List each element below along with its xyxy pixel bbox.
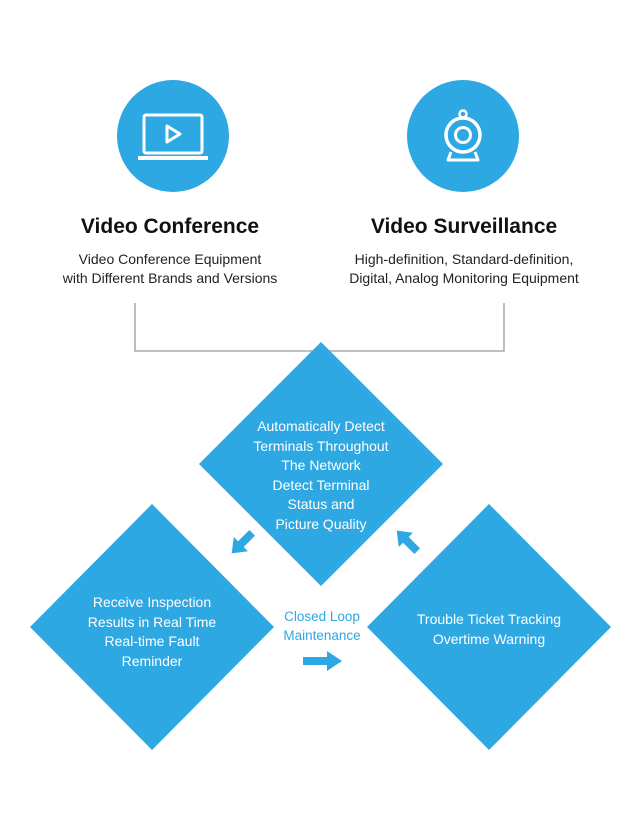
diamond-top-text: Automatically Detect Terminals Throughou… [221, 417, 421, 534]
description-line: with Different Brands and Versions [62, 270, 278, 286]
video-conference-badge [117, 80, 229, 192]
diamond-line: Receive Inspection [92, 594, 212, 610]
diamond-right [367, 504, 611, 750]
diamond-left [30, 504, 274, 750]
diamond-line: Reminder [121, 652, 183, 669]
video-surveillance-description: High-definition, Standard-definition, Di… [314, 250, 614, 288]
diamond-line: The Network [281, 457, 361, 473]
video-surveillance-badge [407, 80, 519, 192]
diamond-top [199, 342, 443, 586]
diamond-line: Automatically Detect [257, 418, 385, 434]
laptop-play-icon [138, 113, 208, 160]
diamond-line: Trouble Ticket Tracking [416, 611, 562, 627]
diamond-right-text: Trouble Ticket Tracking Overtime Warning [389, 610, 589, 649]
arrow-down-left [231, 529, 256, 554]
closed-loop-label: Closed Loop Maintenance [262, 607, 382, 645]
center-line: Closed Loop [284, 609, 360, 624]
video-conference-description: Video Conference Equipment with Differen… [20, 250, 320, 288]
diamond-line: Terminals Throughout [253, 437, 389, 454]
description-line: Video Conference Equipment [78, 251, 262, 267]
arrow-right [303, 651, 342, 671]
video-surveillance-title: Video Surveillance [370, 215, 558, 238]
center-line: Maintenance [283, 628, 361, 643]
diamond-line: Overtime Warning [432, 630, 546, 647]
diamond-line: Picture Quality [275, 515, 367, 532]
diamond-line: Real-time Fault [104, 633, 200, 649]
arrow-up-left [396, 530, 421, 555]
description-line: Digital, Analog Monitoring Equipment [349, 270, 579, 286]
video-conference-title: Video Conference [80, 215, 260, 238]
diamond-left-text: Receive Inspection Results in Real Time … [62, 593, 242, 671]
diamond-line: Status and [287, 496, 355, 512]
diamond-line: Results in Real Time [87, 613, 217, 630]
webcam-icon [444, 109, 482, 162]
diamond-line: Detect Terminal [272, 476, 370, 493]
description-line: High-definition, Standard-definition, [354, 251, 574, 267]
